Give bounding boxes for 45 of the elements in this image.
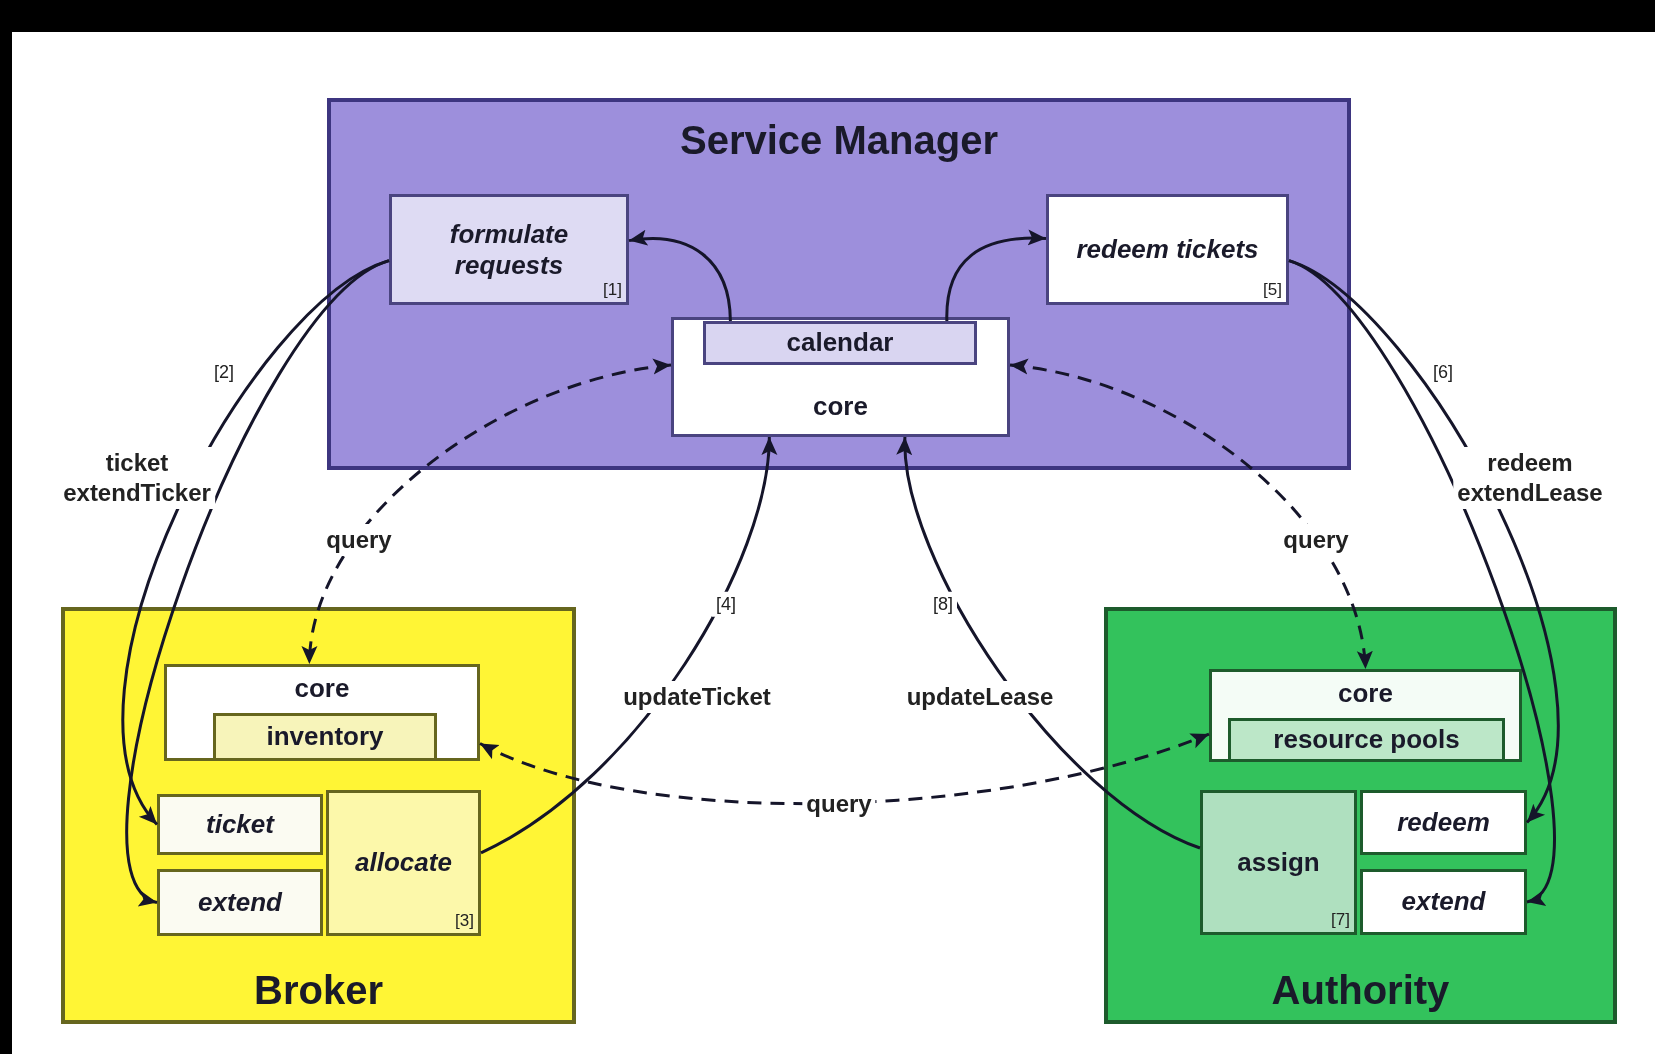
module-box — [213, 713, 437, 761]
module-box — [326, 790, 481, 936]
module-box — [1046, 194, 1289, 305]
step-number: [3] — [455, 911, 474, 931]
module-box — [1360, 790, 1527, 855]
arrow — [480, 436, 776, 855]
step-number: [7] — [1331, 910, 1350, 930]
component-panel — [327, 98, 1351, 470]
arrow — [628, 230, 732, 322]
dashed-arrow — [303, 359, 672, 665]
box-label: formulate requests — [448, 218, 570, 281]
box-label: core — [812, 390, 869, 422]
box-label: redeem — [1396, 806, 1491, 839]
panel-title: Authority — [1270, 967, 1451, 1014]
box-label: core — [293, 673, 351, 705]
panel-title: Broker — [253, 967, 384, 1014]
component-panel — [61, 607, 576, 1024]
box-label: allocate — [354, 847, 453, 879]
box-label: inventory — [265, 721, 385, 753]
module-box — [164, 664, 480, 761]
box-label: redeem tickets — [1075, 233, 1260, 266]
module-box — [157, 869, 323, 936]
box-label: extend — [197, 886, 284, 919]
module-box — [671, 317, 1010, 437]
box-label: ticket — [205, 808, 276, 841]
module-box — [1209, 669, 1522, 762]
box-label: calendar — [785, 327, 895, 359]
box-label: core — [1337, 678, 1394, 710]
arrow — [945, 230, 1047, 322]
module-box — [703, 321, 977, 365]
module-box — [1228, 718, 1505, 762]
arrow — [898, 436, 1201, 850]
panel-title: Service Manager — [679, 117, 999, 164]
box-label: assign — [1236, 846, 1321, 879]
dashed-arrow — [1009, 359, 1372, 670]
component-panel — [1104, 607, 1617, 1024]
module-box — [157, 794, 323, 855]
dashed-arrow — [479, 732, 1210, 805]
step-number: [5] — [1263, 280, 1282, 300]
module-box — [1200, 790, 1357, 935]
module-box — [1360, 869, 1527, 935]
module-box — [389, 194, 629, 305]
step-number: [1] — [603, 280, 622, 300]
box-label: resource pools — [1272, 724, 1461, 756]
box-label: extend — [1400, 886, 1487, 918]
